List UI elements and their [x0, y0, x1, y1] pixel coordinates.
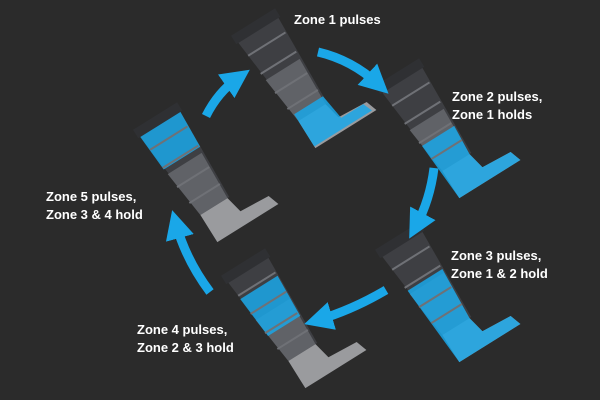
stage-5-caption-line-1: Zone 5 pulses,	[46, 189, 137, 204]
stage-2-caption-line-1: Zone 2 pulses,	[452, 89, 543, 104]
leg-sleeve-icon-stage-3	[374, 222, 521, 363]
stage-3-caption-line-1: Zone 3 pulses,	[451, 248, 542, 263]
stage-1-caption: Zone 1 pulses	[294, 11, 381, 29]
stage-3-caption-line-2: Zone 1 & 2 hold	[451, 266, 548, 281]
cycle-arrow-icon-4-to-5	[165, 210, 214, 295]
stage-2-caption: Zone 2 pulses, Zone 1 holds	[452, 88, 542, 124]
leg-sleeve-icon-stage-2	[374, 58, 521, 199]
stage-4-caption: Zone 4 pulses, Zone 2 & 3 hold	[137, 321, 234, 357]
stage-2-caption-line-2: Zone 1 holds	[452, 107, 533, 122]
cycle-arrow-icon-1-to-2	[316, 47, 389, 94]
leg-sleeve-icon-stage-5	[132, 102, 279, 243]
stage-5-caption: Zone 5 pulses, Zone 3 & 4 hold	[46, 188, 143, 224]
cycle-arrow-icon-5-to-1	[201, 69, 250, 119]
leg-sleeve-icon-stage-1	[230, 8, 377, 149]
stage-4-caption-line-1: Zone 4 pulses,	[137, 322, 228, 337]
stage-3-caption: Zone 3 pulses, Zone 1 & 2 hold	[451, 247, 548, 283]
stage-1-caption-line-1: Zone 1 pulses	[294, 12, 381, 27]
stage-4-caption-line-2: Zone 2 & 3 hold	[137, 340, 234, 355]
cycle-arrow-icon-2-to-3	[409, 167, 439, 239]
cycle-arrow-icon-3-to-4	[304, 286, 389, 330]
leg-sleeve-icon-stage-4	[220, 248, 367, 389]
stage-5-caption-line-2: Zone 3 & 4 hold	[46, 207, 143, 222]
